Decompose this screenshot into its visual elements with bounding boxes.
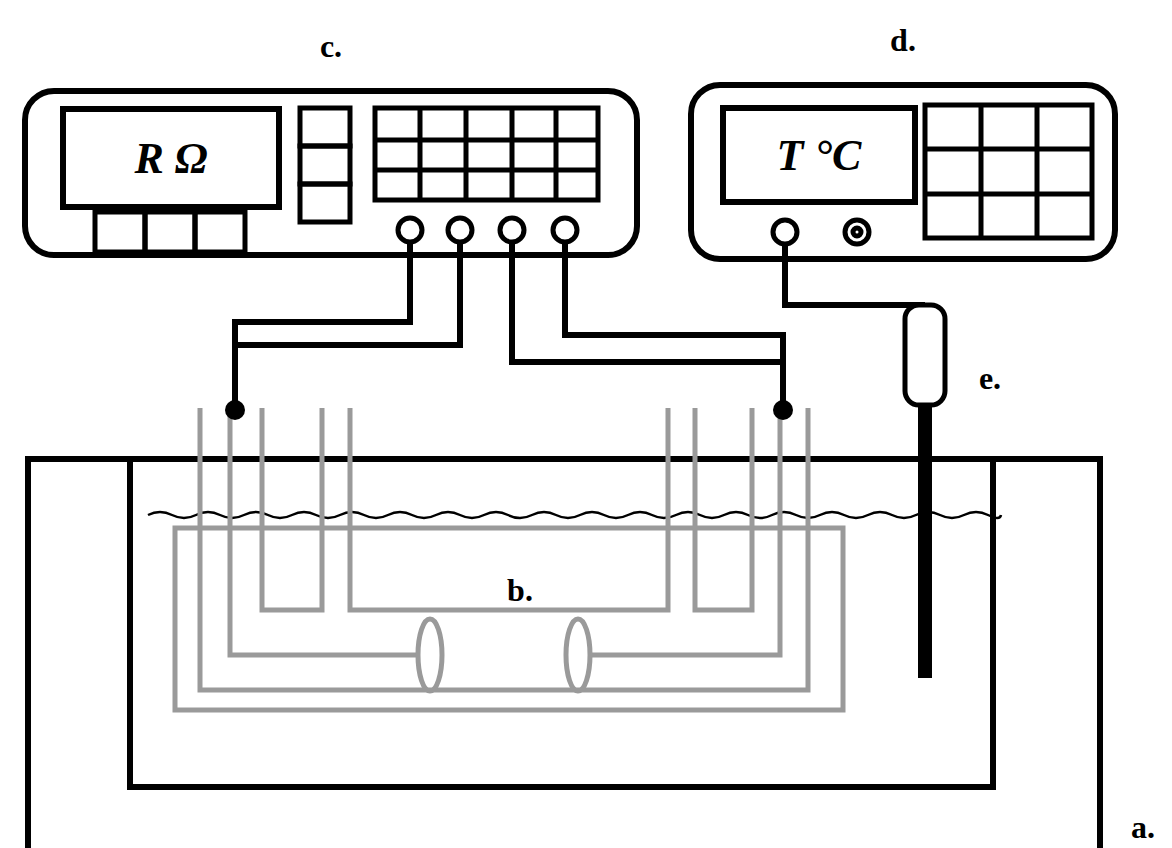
part-letter: b. <box>507 572 533 609</box>
conductivity-cell <box>175 408 843 710</box>
temperature-probe <box>905 305 945 405</box>
wire-junction <box>225 400 245 420</box>
display-reading: R Ω <box>134 133 207 184</box>
thermometer-controls <box>773 105 1092 244</box>
display-reading: T °C <box>777 130 862 181</box>
meter-display: R Ω <box>60 106 282 210</box>
part-letter: d. <box>890 22 916 59</box>
thermometer: d.T °C <box>688 82 1118 262</box>
part-letter: e. <box>979 360 1001 397</box>
wire-junction <box>773 400 793 420</box>
thermometer-display: T °C <box>720 105 918 205</box>
measurement-wires <box>235 240 925 410</box>
water-surface <box>148 512 1001 518</box>
meter-controls <box>95 108 598 252</box>
part-letter: a. <box>1131 809 1155 846</box>
ohmmeter: c.R Ω <box>22 88 640 258</box>
water-bath <box>28 459 1100 848</box>
probe-rod <box>918 405 932 678</box>
part-letter: c. <box>320 28 342 65</box>
